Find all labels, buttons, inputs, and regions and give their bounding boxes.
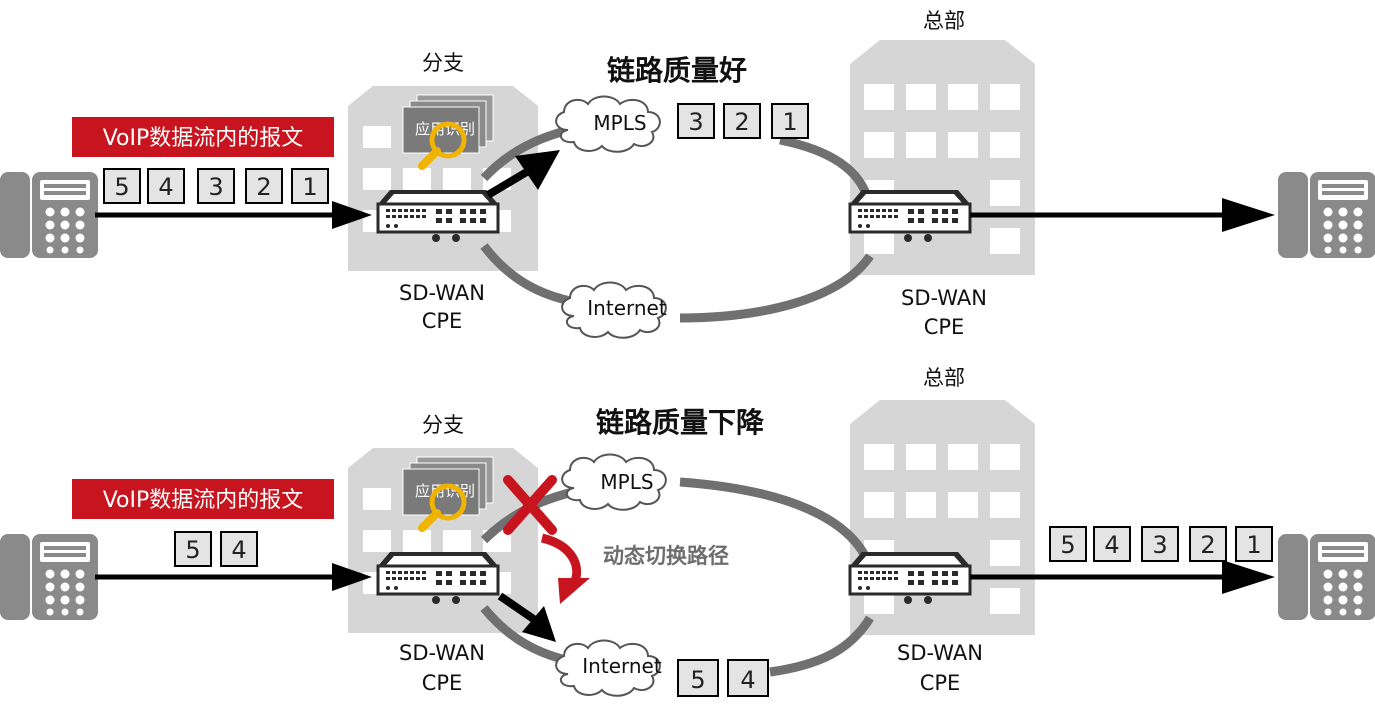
packet-label: 5 [185, 536, 200, 564]
packet-label: 5 [1060, 531, 1075, 559]
top-right-phone-icon [1278, 172, 1375, 258]
packet-label: 1 [1246, 531, 1261, 559]
packet [1049, 526, 1087, 562]
bottom-outgoing-packets: 5 4 3 2 1 [1049, 526, 1273, 562]
packet [1141, 526, 1179, 562]
packet-label: 4 [158, 173, 173, 201]
top-internet-label: Internet [587, 296, 667, 320]
bottom-hq-cpe-line1: SD-WAN [897, 641, 983, 665]
bottom-mpls-link-right [679, 477, 873, 564]
packet-label: 3 [208, 173, 223, 201]
packet [197, 168, 235, 204]
top-hq-cpe-line2: CPE [924, 315, 965, 339]
top-voip-label: VoIP数据流内的报文 [103, 126, 304, 151]
top-mpls-arrow [485, 166, 533, 199]
bottom-incoming-arrowhead [332, 563, 372, 591]
top-branch-label: 分支 [422, 51, 464, 75]
top-voip-badge [72, 117, 334, 157]
hq-building-icon [850, 400, 1035, 635]
top-incoming-arrowhead [332, 201, 372, 229]
packet-label: 1 [782, 108, 797, 136]
bottom-hq-cpe-line2: CPE [920, 671, 961, 695]
top-mpls-arrowhead [515, 150, 560, 190]
packet-label: 3 [1152, 531, 1167, 559]
hq-building-icon [850, 40, 1035, 275]
bottom-title: 链路质量下降 [596, 406, 765, 439]
packet-label: 2 [1200, 531, 1215, 559]
bottom-incoming-packets: 5 4 [174, 531, 258, 567]
bottom-internet-link-right [769, 615, 874, 677]
bottom-internet-arrowhead [522, 606, 556, 642]
packet [677, 659, 719, 697]
bottom-branch-label: 分支 [422, 413, 464, 437]
top-left-phone-icon [0, 172, 98, 258]
top-internet-link-left [480, 243, 576, 307]
packet-label: 2 [256, 173, 271, 201]
bottom-hq-label: 总部 [923, 366, 965, 390]
top-scenario: MPLS Internet 应用识别 VoIP数据流内的报文 5 4 3 [0, 9, 1375, 339]
top-outgoing-arrowhead [1222, 198, 1275, 232]
packet-label: 4 [1104, 531, 1119, 559]
bottom-voip-label: VoIP数据流内的报文 [103, 488, 304, 513]
bottom-voip-badge [72, 479, 334, 519]
switch-path-arrowhead [558, 578, 590, 604]
packet-label: 2 [734, 108, 749, 136]
bottom-left-phone-icon [0, 534, 98, 620]
top-mpls-packets: 3 2 1 [677, 103, 809, 139]
bottom-scenario: MPLS Internet 应用识别 动态切换路径 VoIP数据流内的报文 [0, 366, 1375, 697]
top-branch-cpe-line2: CPE [422, 309, 463, 333]
top-branch-cpe-line1: SD-WAN [399, 281, 485, 305]
bottom-internet-label: Internet [582, 654, 662, 678]
bottom-outgoing-arrowhead [1222, 560, 1275, 594]
top-mpls-label: MPLS [593, 111, 646, 135]
packet [727, 659, 769, 697]
packet [220, 531, 258, 567]
packet-label: 5 [114, 173, 129, 201]
cross-icon [503, 475, 557, 535]
packet [723, 103, 761, 139]
packet [1189, 526, 1227, 562]
switch-path-arrow [540, 533, 582, 586]
bottom-right-phone-icon [1278, 534, 1375, 620]
packet [103, 168, 141, 204]
top-internet-link-right [679, 253, 874, 323]
top-incoming-packets: 5 4 3 2 1 [103, 168, 329, 204]
bottom-internet-arrow [497, 592, 538, 624]
packet [291, 168, 329, 204]
packet-label: 1 [302, 173, 317, 201]
top-hq-cpe-line1: SD-WAN [901, 286, 987, 310]
top-title: 链路质量好 [607, 54, 747, 87]
packet-label: 3 [688, 108, 703, 136]
packet-label: 4 [231, 536, 246, 564]
packet-label: 4 [740, 666, 755, 694]
bottom-branch-cpe-line1: SD-WAN [399, 641, 485, 665]
packet [147, 168, 185, 204]
packet-label: 5 [690, 666, 705, 694]
packet [174, 531, 212, 567]
switch-path-label: 动态切换路径 [603, 544, 729, 568]
bottom-branch-cpe-line2: CPE [422, 671, 463, 695]
bottom-internet-packets: 5 4 [677, 659, 769, 697]
top-hq-label: 总部 [923, 9, 965, 33]
packet [1093, 526, 1131, 562]
bottom-mpls-label: MPLS [600, 470, 653, 494]
packet [771, 103, 809, 139]
packet [245, 168, 283, 204]
packet [677, 103, 715, 139]
packet [1235, 526, 1273, 562]
